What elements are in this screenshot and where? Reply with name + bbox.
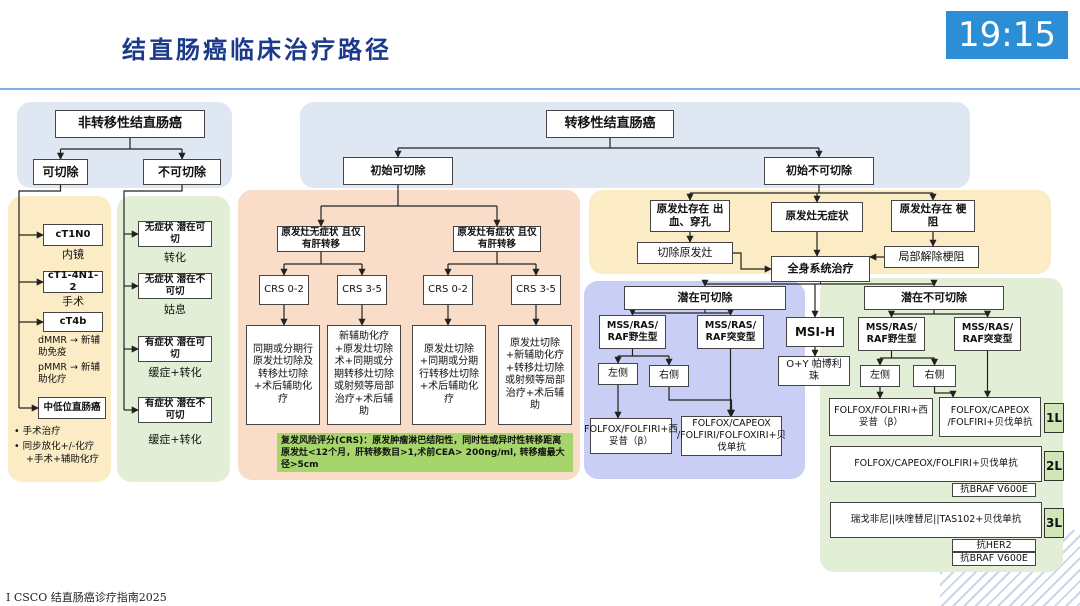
unresectable-label: 不可切除 [143,159,221,185]
third-line-her2: 抗HER2 [952,539,1036,552]
unres-asym-potential-resectable-treatment: 转化 [164,251,186,264]
relieve-obstruction: 局部解除梗阻 [884,246,979,268]
initially-resectable: 初始可切除 [343,157,453,185]
pu-mutant-regimen: FOLFOX/CAPEOX /FOLFIRI+贝伐单抗 [939,397,1041,437]
pmmr-neoadjuvant-chemotherapy: pMMR → 新辅助化疗 [38,362,101,386]
stage-ct4b: cT4b [43,312,103,332]
pr-right-side: 右侧 [649,365,689,387]
top-divider [0,88,1080,90]
stage-ct1-4n1-2-treatment: 手术 [62,295,84,308]
low-rectal-note-surgery: • 手术治疗 [14,426,61,437]
primary-obstruction: 原发灶存在 梗阻 [891,200,975,232]
systemic-therapy: 全身系统治疗 [771,256,870,282]
primary-asymptomatic: 原发灶无症状 [771,202,863,232]
pr-mss-ras-raf-mutant: MSS/RAS/ RAF突变型 [697,315,764,349]
unres-sym-potential-resectable-treatment: 缓症+转化 [148,366,202,379]
pu-mss-ras-raf-wildtype: MSS/RAS/ RAF野生型 [858,317,925,351]
page-title: 结直肠癌临床治疗路径 [122,35,392,64]
unres-sym-potential-resectable: 有症状 潜在可切 [138,336,212,362]
sym-crs-low-treatment: 原发灶切除+同期或分期行转移灶切除+术后辅助化疗 [412,325,486,425]
crs-risk-note: 复发风险评分(CRS)：原发肿瘤淋巴结阳性，同时性或异时性转移距离原发灶<12个… [277,433,573,472]
low-rectal-note-chemoradiation-text: 同步放化+/-化疗 [22,441,95,452]
pu-wildtype-regimen: FOLFOX/FOLFIRI+西妥昔（β） [829,398,933,436]
stage-ct1n0: cT1N0 [43,224,103,246]
initially-unresectable: 初始不可切除 [764,157,874,185]
crs-3-5-asym: CRS 3-5 [337,275,387,305]
third-line-braf: 抗BRAF V600E [952,552,1036,566]
second-line-braf: 抗BRAF V600E [952,483,1036,497]
potential-unresectable: 潜在不可切除 [864,286,1004,310]
second-line-regimen: FOLFOX/CAPEOX/FOLFIRI+贝伐单抗 [830,446,1042,482]
pu-right-side: 右侧 [913,365,956,387]
low-rectal-cancer: 中低位直肠癌 [38,397,106,419]
pr-left-side: 左侧 [598,363,638,385]
unres-asym-potential-unresectable: 无症状 潜在不可切 [138,273,212,299]
line-tag-3l: 3L [1044,508,1064,538]
asym-crs-low-treatment: 同期或分期行原发灶切除及转移灶切除+术后辅助化疗 [246,325,320,425]
primary-bleeding-perforation: 原发灶存在 出血、穿孔 [650,200,730,232]
crs-3-5-sym: CRS 3-5 [511,275,561,305]
stage-ct1n0-treatment: 内镜 [62,248,84,261]
crs-0-2-asym: CRS 0-2 [259,275,309,305]
nonmeta-title: 非转移性结直肠癌 [55,110,205,138]
line-tag-2l: 2L [1044,451,1064,481]
pr-mutant-regimen: FOLFOX/CAPEOX /FOLFIRI/FOLFOXIRI+贝伐单抗 [677,416,786,456]
pr-wildtype-regimen: FOLFOX/FOLFIRI+西妥昔（β） [584,418,678,454]
primary-symptomatic-liver-only: 原发灶有症状 且仅有肝转移 [453,226,541,252]
clock-badge: 19:15 [946,11,1068,59]
resectable-label: 可切除 [33,159,88,185]
unres-asym-potential-unresectable-treatment: 姑息 [164,303,186,316]
footer-text: I CSCO 结直肠癌诊疗指南2025 [6,591,167,604]
unres-sym-potential-unresectable: 有症状 潜在不可切 [138,397,212,423]
dmmr-neoadjuvant-immunotherapy: dMMR → 新辅助免疫 [38,335,101,359]
sym-crs-high-treatment: 原发灶切除+新辅助化疗+转移灶切除或射频等局部治疗+术后辅助 [498,325,572,425]
pu-mss-ras-raf-mutant: MSS/RAS/ RAF突变型 [954,317,1021,351]
unres-sym-potential-unresectable-treatment: 缓症+转化 [148,433,202,446]
low-rectal-note-surgery-text: 手术治疗 [22,426,61,437]
asym-crs-high-treatment: 新辅助化疗+原发灶切除术+同期或分期转移灶切除或射频等局部治疗+术后辅助 [327,325,401,425]
pr-mss-ras-raf-wildtype: MSS/RAS/ RAF野生型 [599,315,666,349]
unres-asym-potential-resectable: 无症状 潜在可切 [138,221,212,247]
stage-ct1-4n1-2: cT1-4N1-2 [43,270,103,293]
msi-h-regimen: O+Y 帕博利珠 [778,356,850,386]
primary-asymptomatic-liver-only: 原发灶无症状 且仅有肝转移 [277,226,365,252]
msi-h: MSI-H [786,317,844,347]
crs-0-2-sym: CRS 0-2 [423,275,473,305]
low-rectal-note-chemoradiation: • 同步放化+/-化疗 [14,441,95,452]
line-tag-1l: 1L [1044,403,1064,433]
resect-primary: 切除原发灶 [637,242,733,264]
low-rectal-note-surgery-adjuvant: +手术+辅助化疗 [26,454,99,465]
pu-left-side: 左侧 [860,365,900,387]
third-line-regimen: 瑞戈非尼||呋喹替尼||TAS102+贝伐单抗 [830,502,1042,538]
meta-title: 转移性结直肠癌 [546,110,674,138]
potential-resectable: 潜在可切除 [624,286,786,310]
